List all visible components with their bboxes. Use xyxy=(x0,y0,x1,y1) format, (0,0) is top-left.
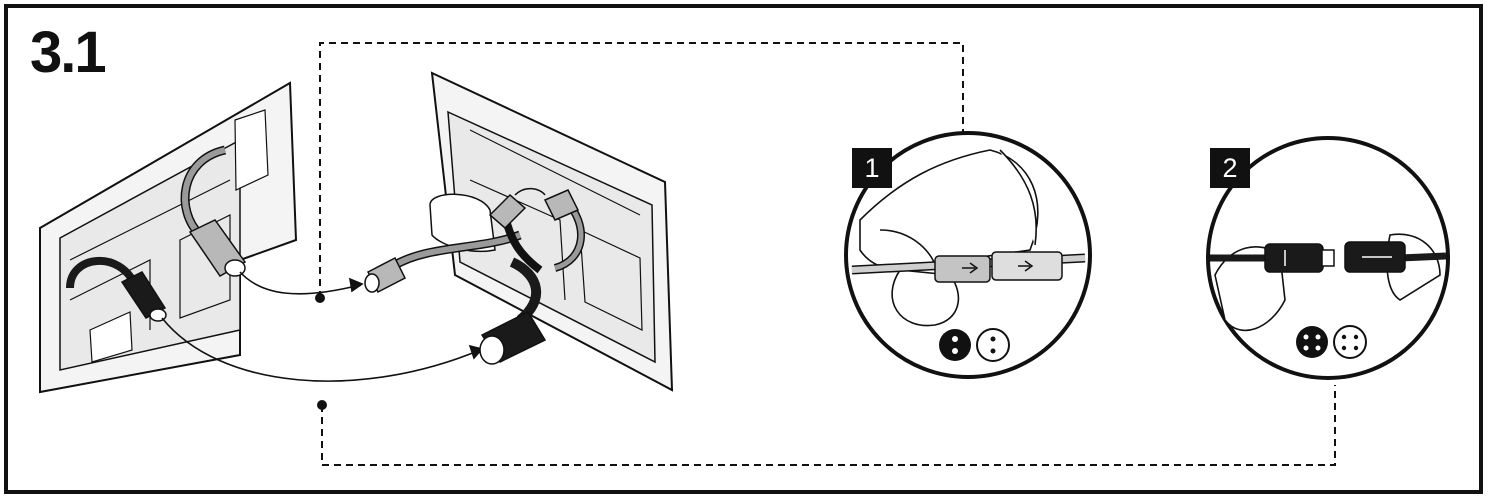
right-installation-box xyxy=(429,71,674,392)
two-pin-male-icon xyxy=(939,329,971,361)
arrow-black-connection xyxy=(161,317,481,382)
step-number: 3.1 xyxy=(30,20,107,85)
dashed-line-detail-2 xyxy=(321,385,1336,466)
right-top-connectors xyxy=(488,187,580,230)
arrow-grey-connection xyxy=(239,271,361,295)
two-pin-female-icon xyxy=(976,328,1010,362)
junction-dot-1 xyxy=(315,293,325,303)
detail-circle-1 xyxy=(844,131,1092,379)
connection-arrows xyxy=(161,271,484,382)
left-cables xyxy=(66,145,227,289)
four-pin-male-icon xyxy=(1296,326,1328,358)
four-pin-female-icon xyxy=(1333,325,1367,359)
connector-pair-1 xyxy=(934,251,1063,283)
dashed-line-detail-1 xyxy=(319,42,964,298)
connector-pair-2 xyxy=(1264,241,1406,273)
right-grey-connector xyxy=(364,256,407,294)
detail-badge-1: 1 xyxy=(852,148,892,188)
detail-badge-2: 2 xyxy=(1210,148,1250,188)
junction-dot-2 xyxy=(317,400,327,410)
left-installation-box xyxy=(39,81,298,394)
detail-circle-2 xyxy=(1206,136,1450,380)
right-black-connector xyxy=(479,311,547,365)
dashed-connector-lines xyxy=(319,42,1336,466)
